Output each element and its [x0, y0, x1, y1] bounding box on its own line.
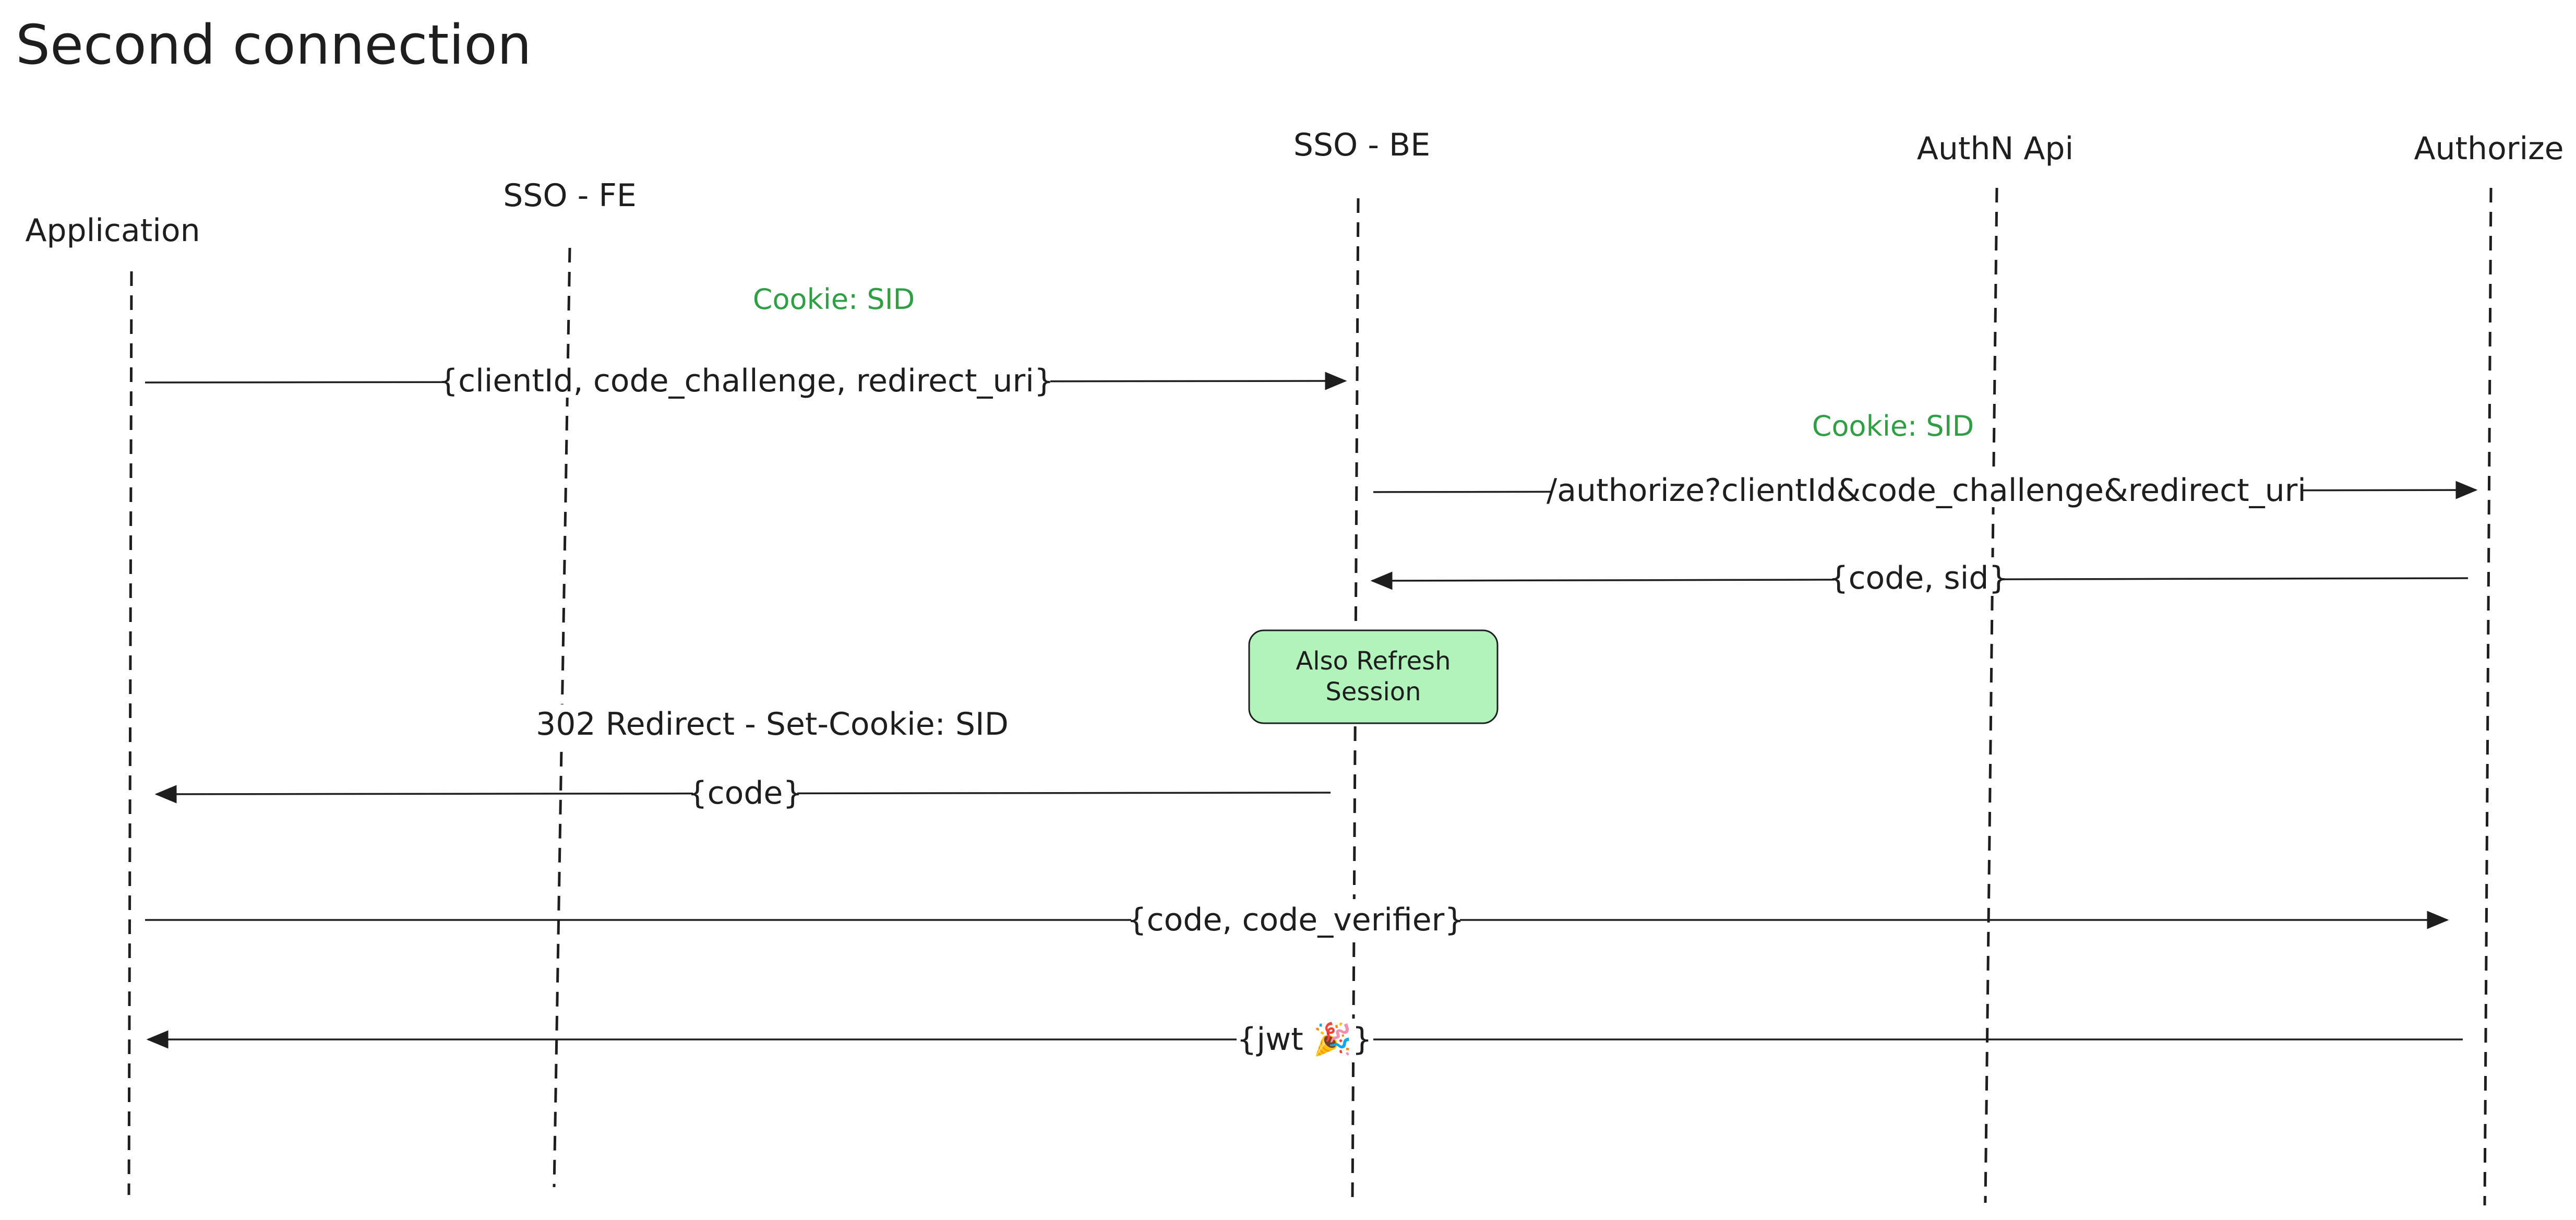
redirect-label: 302 Redirect - Set-Cookie: SID: [536, 706, 1009, 743]
note-box: [1248, 629, 1499, 724]
message-label: /authorize?clientId&code_challenge&redir…: [1547, 472, 2306, 509]
lifeline-authorize: [2483, 187, 2493, 1206]
message-label: {code, sid}: [1828, 560, 2008, 596]
message-label: {code}: [687, 775, 802, 811]
actor-authn-api: AuthN Api: [1917, 130, 2074, 167]
actor-sso-be: SSO - BE: [1293, 127, 1430, 163]
message-label: {jwt 🎉}: [1237, 1021, 1372, 1058]
message-label-bg: [1834, 557, 2004, 596]
actor-sso-fe: SSO - FE: [503, 177, 637, 214]
note-text: Also Refresh: [1296, 647, 1451, 676]
message-label-bg: [693, 772, 797, 811]
note-text: Session: [1325, 677, 1421, 707]
message-label-bg: [1237, 1019, 1373, 1057]
message-label-bg: [1131, 899, 1460, 938]
cookie-sid-label: Cookie: SID: [1812, 410, 1974, 442]
actor-application: Application: [25, 212, 200, 249]
message-label-bg: [442, 359, 1050, 398]
message-label-bg: [1551, 469, 2302, 507]
diagram-title: Second connection: [16, 13, 532, 77]
lifeline-authn-api: [1984, 187, 1998, 1203]
message-label: {code, code_verifier}: [1127, 902, 1464, 938]
cookie-sid-label: Cookie: SID: [753, 283, 915, 316]
actor-authorize: Authorize: [2414, 130, 2563, 167]
message-label: {clientId, code_challenge, redirect_uri}: [438, 363, 1054, 399]
redirect-label-bg: [517, 704, 1028, 744]
lifeline-application: [127, 271, 133, 1195]
